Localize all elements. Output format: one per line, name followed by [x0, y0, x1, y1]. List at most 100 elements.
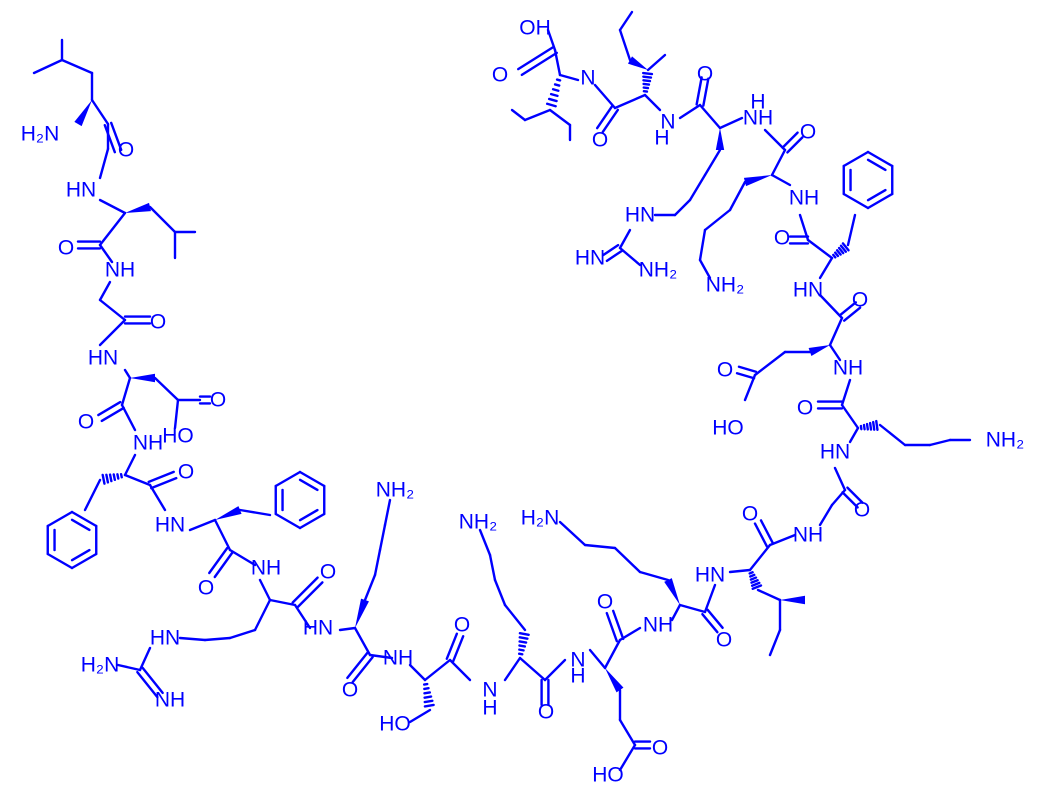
atom-label: O [178, 461, 194, 484]
bond [70, 510, 98, 528]
wedge-bond [355, 598, 369, 628]
atom-label: O [797, 397, 813, 420]
bond [839, 244, 848, 253]
atom-label: O [697, 63, 713, 86]
bond [601, 243, 620, 257]
bond [841, 491, 859, 509]
bond [551, 88, 560, 92]
atom-label: O [150, 311, 166, 334]
bond [698, 258, 712, 280]
bond [510, 108, 527, 122]
bond [109, 121, 123, 152]
wedge-bond [130, 373, 155, 383]
bond [613, 546, 642, 574]
atom-label: O [342, 679, 358, 702]
bond [408, 663, 427, 682]
atom-label: NH [155, 689, 185, 712]
atom-label: O [492, 64, 508, 87]
bond [46, 552, 74, 570]
bond [493, 578, 507, 607]
bond [759, 519, 775, 545]
bond [756, 588, 782, 602]
bond [695, 76, 703, 106]
bond [642, 82, 651, 86]
bond [770, 148, 787, 177]
bond [423, 699, 434, 704]
bond [866, 188, 887, 202]
bond [698, 228, 707, 262]
atom-label: O [716, 629, 732, 652]
bond [558, 520, 587, 547]
bond [588, 648, 607, 670]
bond [750, 579, 759, 584]
bond [781, 131, 799, 149]
bond [383, 498, 392, 527]
bond [768, 628, 782, 657]
atom-label: HO [712, 417, 744, 440]
bond [520, 51, 559, 77]
atom-label: HN [695, 564, 725, 587]
atom-label: O [652, 737, 668, 760]
bond [641, 71, 654, 76]
bond [138, 646, 152, 672]
bond [123, 473, 152, 487]
atom-label: O [454, 614, 470, 637]
atom-label: O [210, 389, 226, 412]
wedge-bond [627, 56, 648, 70]
bond [701, 612, 719, 634]
bond [423, 687, 430, 691]
bond [875, 419, 879, 432]
bond [346, 651, 369, 680]
atom-label: N [482, 679, 497, 702]
atom-label: O [78, 411, 94, 434]
bond [605, 249, 624, 263]
bond [642, 79, 652, 83]
bond [646, 53, 667, 72]
atom-label: HN [303, 617, 333, 640]
bond [136, 670, 159, 699]
bond [545, 102, 557, 108]
bond [445, 632, 459, 660]
bond [547, 97, 558, 103]
atom-label: NH [833, 357, 863, 380]
atom-label: OH [519, 17, 551, 40]
bond [555, 78, 562, 82]
atom-label: HO [379, 713, 411, 736]
bond [862, 423, 866, 431]
bond [478, 528, 492, 557]
atom-label: N [570, 649, 585, 672]
bond [768, 533, 797, 547]
bond [274, 512, 302, 530]
bond [368, 653, 394, 660]
bond [70, 548, 91, 562]
bond [601, 108, 620, 134]
bond [103, 123, 117, 154]
bond [786, 136, 804, 154]
bonds [32, 10, 972, 772]
bond [702, 77, 710, 107]
atom-label: NH [743, 107, 773, 130]
atom-label: H [750, 91, 765, 114]
bond [837, 246, 845, 255]
bond [228, 548, 257, 567]
atom-label: H₂N [81, 654, 119, 677]
atom-label: HN [575, 247, 605, 270]
bond [838, 301, 858, 317]
atom-label: H₂N [21, 123, 59, 146]
bond [518, 640, 528, 644]
bond [100, 406, 125, 423]
wedge-bonds [74, 56, 830, 693]
bond [840, 403, 860, 430]
atom-label: O [58, 237, 74, 260]
bond [846, 213, 857, 247]
atom-label: NH₂ [986, 429, 1024, 452]
bond [298, 508, 319, 522]
bond [770, 173, 792, 187]
bond [618, 718, 637, 747]
bond [558, 73, 580, 82]
bond [749, 576, 758, 581]
bond [296, 581, 324, 609]
bond [423, 691, 432, 695]
